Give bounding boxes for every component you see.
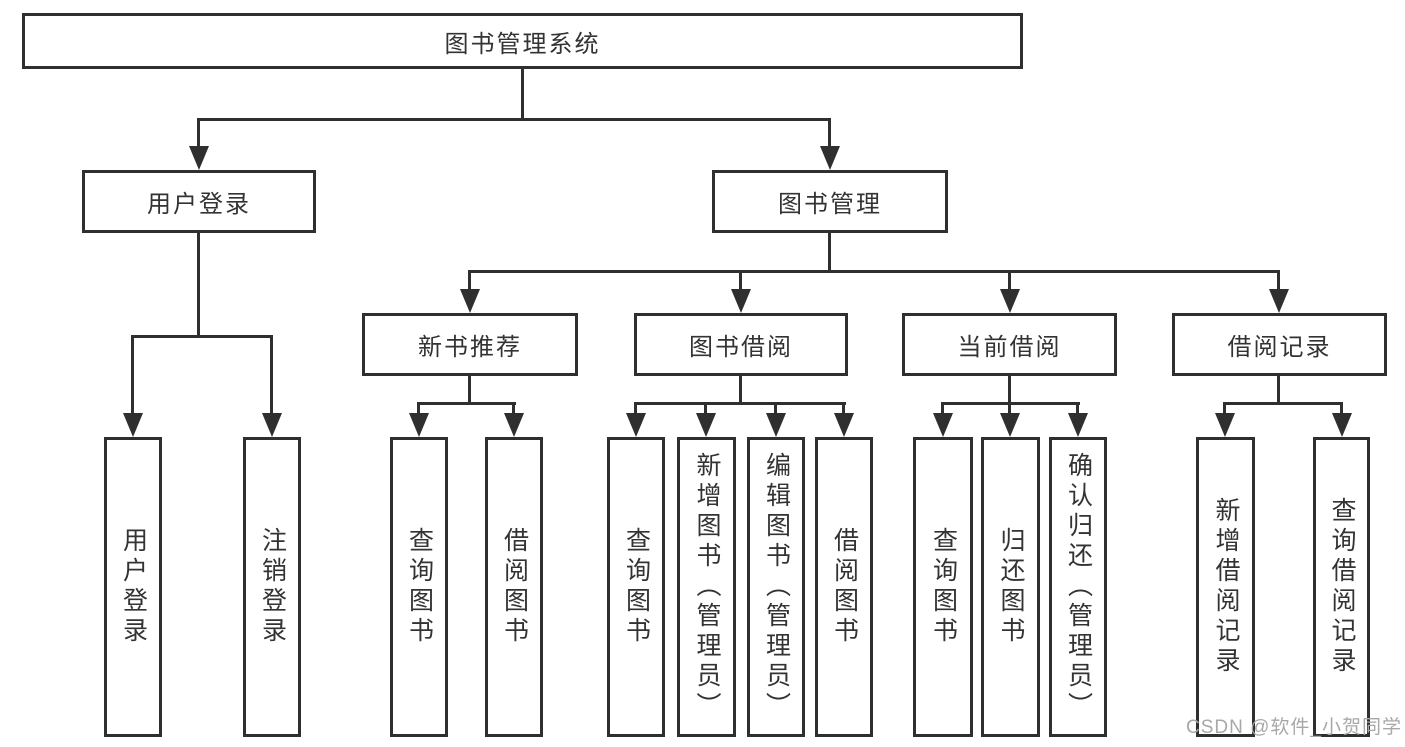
node-library-system: 图书管理系统 xyxy=(22,13,1023,69)
leaf-edit-books-admin: 编辑图书（管理员） xyxy=(747,437,805,737)
connector-borrow-records-rail xyxy=(1223,402,1343,405)
connector-to-leaf-add-book-stem xyxy=(704,402,707,415)
arrowhead-to-leaf-return xyxy=(1000,413,1020,437)
connector-to-leaf-query-3-stem xyxy=(941,402,944,415)
leaf-add-borrow-record: 新增借阅记录 xyxy=(1196,437,1255,737)
arrowhead-to-borrow-records xyxy=(1269,289,1289,313)
leaf-add-books-admin-label: 新增图书（管理员） xyxy=(693,452,721,722)
arrowhead-to-new-book-rec xyxy=(460,289,480,313)
node-user-login-label: 用户登录 xyxy=(147,191,251,218)
leaf-borrow-books-2: 借阅图书 xyxy=(815,437,873,737)
leaf-add-books-admin: 新增图书（管理员） xyxy=(677,437,736,737)
node-user-login: 用户登录 xyxy=(82,170,316,233)
connector-book-mgmt-rail xyxy=(468,270,1280,273)
leaf-borrow-books-1-label: 借阅图书 xyxy=(500,527,529,647)
node-new-book-recommend: 新书推荐 xyxy=(362,313,578,376)
leaf-query-books-2: 查询图书 xyxy=(607,437,665,737)
arrowhead-to-current-borrow xyxy=(1000,289,1020,313)
arrowhead-to-leaf-query-2 xyxy=(626,413,646,437)
node-current-borrowing: 当前借阅 xyxy=(902,313,1117,376)
arrowhead-to-leaf-add-record xyxy=(1215,413,1235,437)
arrowhead-to-user-login xyxy=(189,146,209,170)
node-new-book-recommend-label: 新书推荐 xyxy=(418,334,522,361)
arrowhead-to-leaf-query-record xyxy=(1332,413,1352,437)
arrowhead-to-leaf-user-login xyxy=(123,413,143,437)
leaf-logout-label: 注销登录 xyxy=(258,527,287,647)
node-book-management-label: 图书管理 xyxy=(778,191,882,218)
connector-to-leaf-user-login-stem xyxy=(131,335,134,415)
leaf-confirm-return-admin-label: 确认归还（管理员） xyxy=(1064,452,1093,722)
connector-user-login-rail xyxy=(131,335,273,338)
arrowhead-to-leaf-edit-book xyxy=(766,413,786,437)
leaf-confirm-return-admin: 确认归还（管理员） xyxy=(1049,437,1107,737)
connector-to-leaf-confirm-return-stem xyxy=(1076,402,1079,415)
leaf-borrow-books-2-label: 借阅图书 xyxy=(830,527,859,647)
connector-to-leaf-query-record-stem xyxy=(1340,402,1343,415)
arrowhead-to-leaf-add-book xyxy=(696,413,716,437)
leaf-logout: 注销登录 xyxy=(243,437,301,737)
leaf-query-books-1-label: 查询图书 xyxy=(405,527,434,647)
csdn-watermark: CSDN @软件_小贺同学 xyxy=(1186,717,1402,738)
node-library-system-label: 图书管理系统 xyxy=(444,30,601,58)
connector-root-to-book-mgmt-stem xyxy=(828,118,831,148)
arrowhead-to-leaf-confirm-return xyxy=(1068,413,1088,437)
connector-to-current-borrow-stem xyxy=(1008,270,1011,290)
connector-to-leaf-return-stem xyxy=(1008,402,1011,415)
arrowhead-to-leaf-borrow-1 xyxy=(504,413,524,437)
connector-to-leaf-query-1-stem xyxy=(417,402,420,415)
arrowhead-to-leaf-borrow-2 xyxy=(834,413,854,437)
connector-borrow-records-stem xyxy=(1277,376,1280,405)
leaf-query-borrow-record-label: 查询借阅记录 xyxy=(1328,497,1356,677)
arrowhead-to-leaf-query-1 xyxy=(409,413,429,437)
leaf-user-login-label: 用户登录 xyxy=(119,527,148,647)
arrowhead-to-leaf-logout xyxy=(262,413,282,437)
connector-book-mgmt-stem xyxy=(828,233,831,273)
leaf-return-books: 归还图书 xyxy=(981,437,1040,737)
connector-root-rail xyxy=(197,118,831,121)
connector-to-new-book-rec-stem xyxy=(468,270,471,290)
leaf-edit-books-admin-label: 编辑图书（管理员） xyxy=(762,452,791,722)
connector-to-borrow-records-stem xyxy=(1277,270,1280,290)
leaf-query-books-3-label: 查询图书 xyxy=(929,527,958,647)
connector-to-leaf-edit-book-stem xyxy=(774,402,777,415)
connector-to-leaf-borrow-2-stem xyxy=(842,402,845,415)
connector-to-leaf-query-2-stem xyxy=(634,402,637,415)
node-book-borrowing: 图书借阅 xyxy=(634,313,848,376)
connector-to-leaf-borrow-1-stem xyxy=(512,402,515,415)
connector-to-book-borrow-stem xyxy=(739,270,742,290)
connector-book-borrow-stem xyxy=(739,376,742,405)
connector-book-borrow-rail xyxy=(634,402,846,405)
leaf-add-borrow-record-label: 新增借阅记录 xyxy=(1212,497,1240,677)
leaf-query-books-3: 查询图书 xyxy=(913,437,973,737)
leaf-query-borrow-record: 查询借阅记录 xyxy=(1313,437,1370,737)
node-current-borrowing-label: 当前借阅 xyxy=(957,334,1062,361)
leaf-user-login: 用户登录 xyxy=(104,437,162,737)
node-book-borrowing-label: 图书借阅 xyxy=(689,334,793,361)
leaf-return-books-label: 归还图书 xyxy=(997,527,1025,647)
connector-to-leaf-logout-stem xyxy=(270,335,273,415)
node-book-management: 图书管理 xyxy=(712,170,948,233)
leaf-query-books-1: 查询图书 xyxy=(390,437,448,737)
connector-root-stem xyxy=(521,69,524,119)
node-borrowing-records: 借阅记录 xyxy=(1172,313,1387,376)
leaf-borrow-books-1: 借阅图书 xyxy=(485,437,543,737)
leaf-query-books-2-label: 查询图书 xyxy=(622,527,651,647)
connector-root-to-user-login-stem xyxy=(197,118,200,148)
arrowhead-to-book-mgmt xyxy=(820,146,840,170)
connector-current-borrow-stem xyxy=(1008,376,1011,405)
connector-to-leaf-add-record-stem xyxy=(1223,402,1226,415)
node-borrowing-records-label: 借阅记录 xyxy=(1227,334,1332,361)
arrowhead-to-book-borrow xyxy=(731,289,751,313)
connector-new-book-rec-rail xyxy=(417,402,516,405)
arrowhead-to-leaf-query-3 xyxy=(933,413,953,437)
connector-user-login-stem xyxy=(197,233,200,335)
connector-new-book-rec-stem xyxy=(468,376,471,405)
